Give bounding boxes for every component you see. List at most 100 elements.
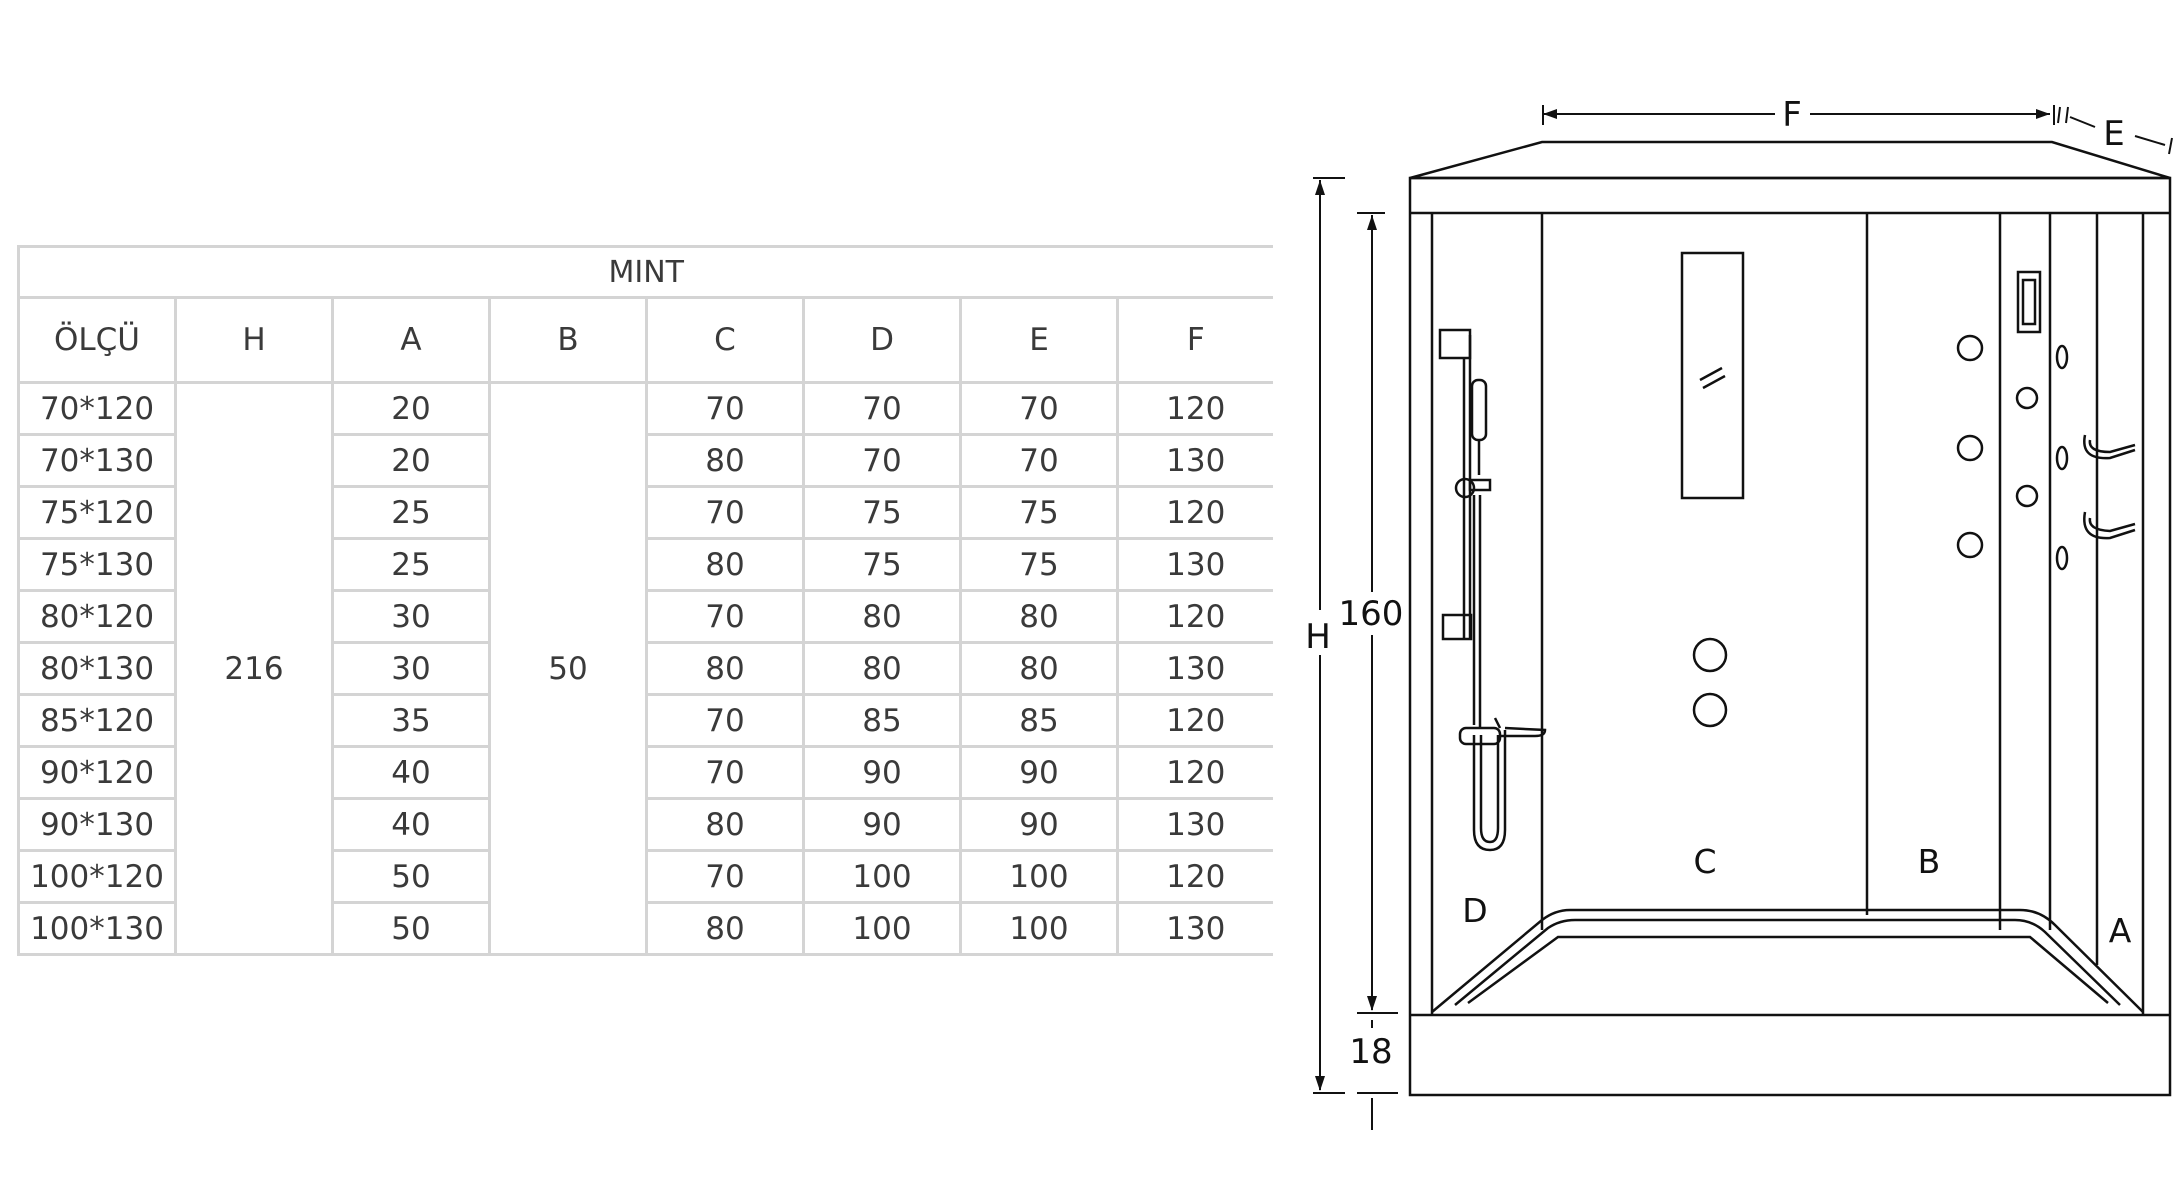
panel-label-d: D [1462, 891, 1487, 930]
cell-d: 90 [802, 797, 962, 852]
header-d: D [802, 296, 962, 384]
cabin-roof [1409, 140, 2171, 180]
header-c: C [645, 296, 805, 384]
cell-a: 25 [331, 485, 491, 540]
header-olcu: ÖLÇÜ [17, 296, 177, 384]
cell-c: 80 [645, 433, 805, 488]
panel-c-mirror [1680, 251, 1745, 500]
cell-size: 80*120 [17, 589, 177, 644]
cell-a: 50 [331, 849, 491, 904]
cell-a: 40 [331, 797, 491, 852]
cell-a: 40 [331, 745, 491, 800]
cell-c: 70 [645, 745, 805, 800]
cell-size: 100*130 [17, 901, 177, 956]
cell-a: 30 [331, 641, 491, 696]
grab-handle-2 [2083, 511, 2136, 540]
header-h: H [174, 296, 334, 384]
cell-c: 70 [645, 693, 805, 748]
cell-f: 130 [1116, 641, 1273, 696]
dim-label-160: 160 [1339, 594, 1404, 634]
cell-size: 75*120 [17, 485, 177, 540]
shower-cabin-diagram: F E H 160 18 A B C D [1305, 95, 2173, 1130]
jet-b-2 [1956, 434, 1984, 462]
cell-c: 80 [645, 901, 805, 956]
cell-f: 130 [1116, 537, 1273, 592]
cell-size: 75*130 [17, 537, 177, 592]
cell-e: 80 [959, 589, 1119, 644]
cell-d: 100 [802, 901, 962, 956]
cell-d: 80 [802, 589, 962, 644]
cell-e: 75 [959, 537, 1119, 592]
cell-d: 80 [802, 641, 962, 696]
header-e: E [959, 296, 1119, 384]
jet-c-2 [1692, 692, 1728, 728]
cell-size: 70*120 [17, 381, 177, 436]
shower-rail [1438, 328, 1547, 852]
cell-size: 70*130 [17, 433, 177, 488]
cell-size: 100*120 [17, 849, 177, 904]
cell-c: 80 [645, 641, 805, 696]
cell-e: 75 [959, 485, 1119, 540]
cell-e: 70 [959, 433, 1119, 488]
cell-f: 120 [1116, 849, 1273, 904]
cell-d: 75 [802, 537, 962, 592]
cell-c: 70 [645, 849, 805, 904]
cell-c: 70 [645, 381, 805, 436]
cell-c: 70 [645, 589, 805, 644]
cell-d: 70 [802, 381, 962, 436]
cell-a: 35 [331, 693, 491, 748]
cell-size: 90*120 [17, 745, 177, 800]
cell-f: 130 [1116, 797, 1273, 852]
cell-e: 90 [959, 745, 1119, 800]
cell-size: 80*130 [17, 641, 177, 696]
cell-f: 120 [1116, 589, 1273, 644]
cell-b-merged: 50 [488, 381, 648, 956]
shower-tray [1431, 908, 2144, 1013]
cell-f: 120 [1116, 381, 1273, 436]
cell-d: 70 [802, 433, 962, 488]
cell-f: 120 [1116, 693, 1273, 748]
cell-e: 85 [959, 693, 1119, 748]
cell-size: 85*120 [17, 693, 177, 748]
cell-e: 80 [959, 641, 1119, 696]
cell-c: 80 [645, 797, 805, 852]
header-a: A [331, 296, 491, 384]
cabin-body [1408, 176, 2172, 1097]
panel-label-c: C [1693, 842, 1716, 881]
dim-label-e: E [2103, 114, 2124, 154]
jet-b-3 [1956, 531, 1984, 559]
cell-a: 25 [331, 537, 491, 592]
cell-e: 100 [959, 901, 1119, 956]
cell-e: 70 [959, 381, 1119, 436]
panel-label-a: A [2109, 911, 2132, 950]
header-b: B [488, 296, 648, 384]
panel-label-b: B [1918, 842, 1941, 881]
header-f: F [1116, 296, 1273, 384]
dim-label-f: F [1782, 95, 1802, 135]
cell-c: 80 [645, 537, 805, 592]
cell-d: 75 [802, 485, 962, 540]
cell-a: 20 [331, 381, 491, 436]
cell-d: 90 [802, 745, 962, 800]
jet-b-1 [1956, 334, 1984, 362]
cell-f: 130 [1116, 433, 1273, 488]
dim-label-h: H [1305, 617, 1331, 657]
control-panel [2016, 270, 2042, 334]
cell-f: 120 [1116, 745, 1273, 800]
cell-f: 130 [1116, 901, 1273, 956]
cell-e: 100 [959, 849, 1119, 904]
cell-e: 90 [959, 797, 1119, 852]
cell-size: 90*130 [17, 797, 177, 852]
cell-h-merged: 216 [174, 381, 334, 956]
